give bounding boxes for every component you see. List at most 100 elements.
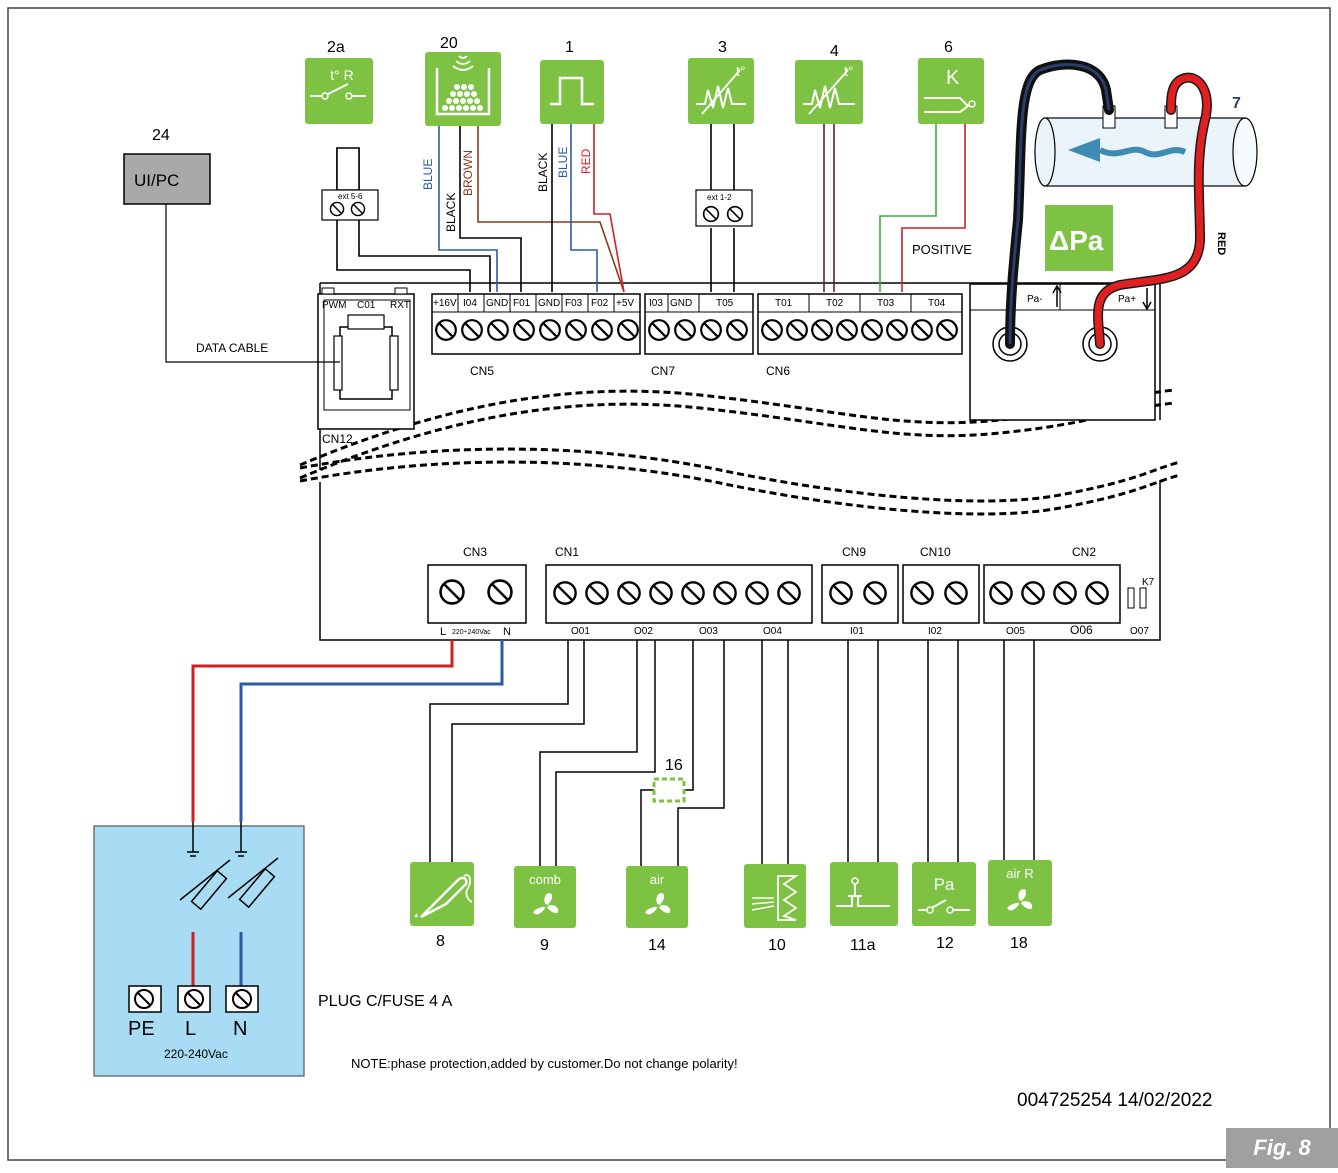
svg-text:*: * — [414, 911, 419, 925]
wire-label-red-7: RED — [1215, 232, 1227, 255]
component-14-text: air — [650, 872, 665, 887]
wire-label-blue-1: BLUE — [556, 147, 570, 178]
component-20-number: 20 — [440, 35, 458, 52]
bottom-wiring — [429, 640, 1035, 868]
component-14: air 14 — [626, 866, 688, 954]
cn9-in-i01: I01 — [850, 626, 864, 637]
component-4-number: 4 — [830, 43, 839, 60]
cn12-label: CN12 — [322, 432, 353, 446]
ext-5-6-label: ext 5-6 — [338, 192, 363, 201]
cn6-terminal-block: T01 T02 T03 T04 CN6 — [757, 293, 963, 378]
cn5-terminal-block: +16V I04 GND F01 GND F03 F02 +5V CN5 — [431, 293, 641, 378]
component-11a-number: 11a — [850, 937, 876, 954]
cn1-terminal-block: CN1 O01 O02 O03 O04 — [545, 545, 813, 637]
cn7-pin-gnd: GND — [670, 298, 692, 309]
component-1-number: 1 — [565, 39, 574, 56]
wire-label-blue-20: BLUE — [421, 159, 435, 190]
component-8: * 8 — [410, 862, 474, 950]
cn3-voltage-label: 220÷240Vac — [452, 629, 491, 636]
component-4-text: t° — [844, 63, 854, 79]
k7-out-o07: O07 — [1130, 626, 1149, 637]
pa-plus-label: Pa+ — [1118, 294, 1136, 305]
ui-pc-module: 24 UI/PC DATA CABLE — [123, 127, 340, 363]
component-18-number: 18 — [1010, 935, 1028, 952]
cn3-l-label: L — [440, 626, 446, 638]
wire-label-black-20: BLACK — [444, 193, 458, 232]
cn5-pin-gnd2: GND — [538, 298, 560, 309]
supply-voltage-label: 220-240Vac — [164, 1047, 228, 1061]
cn7-label: CN7 — [651, 364, 675, 378]
k7-relay: K7 O07 — [1127, 577, 1155, 637]
cn7-pin-t05: T05 — [716, 298, 734, 309]
cn7-terminal-block: I03 GND T05 CN7 — [644, 293, 754, 378]
component-6-text: K — [946, 67, 960, 89]
plug-label: PLUG C/FUSE 4 A — [318, 993, 453, 1010]
auger-motor-icon — [744, 864, 806, 928]
delta-pa-indicator: ΔPa — [1045, 205, 1113, 271]
cn5-pin-5v: +5V — [616, 298, 634, 309]
pressure-switch-icon — [912, 862, 976, 926]
cn2-out-o05: O05 — [1006, 626, 1025, 637]
safety-switch-icon — [830, 862, 898, 926]
data-cable-wire — [165, 204, 340, 363]
cn5-pin-i04: I04 — [463, 298, 477, 309]
fuse-l-icon — [190, 869, 228, 911]
cn12-connector: PWM C01 RXT CN12 — [317, 287, 415, 446]
positive-pressure-tube — [1094, 74, 1211, 348]
pa-minus-label: Pa- — [1027, 294, 1043, 305]
fuse-n-icon — [238, 867, 276, 909]
cn12-pin-pwm: PWM — [322, 300, 346, 311]
phase-wire — [191, 640, 454, 822]
component-12: Pa 12 — [912, 862, 976, 952]
cn1-out-o03: O03 — [699, 626, 718, 637]
cn5-pin-gnd: GND — [486, 298, 508, 309]
neutral-wire — [239, 640, 504, 822]
component-2a-text: t° R — [330, 67, 354, 83]
component-11a: 11a — [830, 862, 898, 954]
component-2a: 2a t° R — [305, 39, 373, 124]
component-10: 10 — [744, 864, 806, 954]
cn5-pin-f03: F03 — [565, 298, 583, 309]
negative-pressure-tube-highlight — [1008, 63, 1111, 345]
ui-pc-label: UI/PC — [134, 171, 179, 190]
component-12-number: 12 — [936, 935, 954, 952]
ext-1-2-label: ext 1-2 — [707, 193, 732, 202]
cn1-out-o02: O02 — [634, 626, 653, 637]
cn1-label: CN1 — [555, 545, 579, 559]
wire-label-red-1: RED — [579, 148, 593, 174]
figure-label: Fig. 8 — [1226, 1128, 1338, 1168]
cn6-pin-t04: T04 — [928, 298, 946, 309]
component-8-number: 8 — [436, 933, 445, 950]
cn12-pin-rxt: RXT — [390, 300, 410, 311]
suppressor-icon — [652, 777, 686, 803]
delta-pa-text: ΔPa — [1049, 225, 1104, 256]
arrow-up-icon — [1052, 284, 1062, 307]
component-6: 6 K — [918, 39, 984, 124]
cn10-in-i02: I02 — [928, 626, 942, 637]
data-cable-label: DATA CABLE — [196, 341, 268, 355]
cn2-label: CN2 — [1072, 545, 1096, 559]
cn3-label: CN3 — [463, 545, 487, 559]
wire-label-brown-20: BROWN — [461, 150, 475, 196]
component-14-number: 14 — [648, 937, 666, 954]
cn9-terminal-block: CN9 I01 — [821, 545, 899, 637]
component-18-text: air R — [1006, 866, 1033, 881]
arrow-down-icon — [1142, 288, 1152, 311]
wire-label-positive: POSITIVE — [912, 242, 972, 257]
cn7-pin-i03: I03 — [649, 298, 663, 309]
page-border — [7, 7, 1331, 1161]
cn6-pin-t02: T02 — [826, 298, 844, 309]
top-wiring — [336, 124, 966, 293]
component-1: 1 — [540, 39, 604, 124]
supply-panel: PE L N 220-240Vac — [93, 822, 305, 1077]
wire-label-black-1: BLACK — [536, 153, 550, 192]
component-3-number: 3 — [718, 39, 727, 56]
ui-pc-number: 24 — [152, 127, 170, 144]
terminal-n-label: N — [233, 1018, 247, 1040]
encoder-pulse-icon — [540, 60, 604, 124]
component-4: 4 t° — [795, 43, 863, 124]
cn3-n-label: N — [503, 626, 511, 638]
cn2-out-o06: O06 — [1070, 623, 1093, 637]
cn5-label: CN5 — [470, 364, 494, 378]
